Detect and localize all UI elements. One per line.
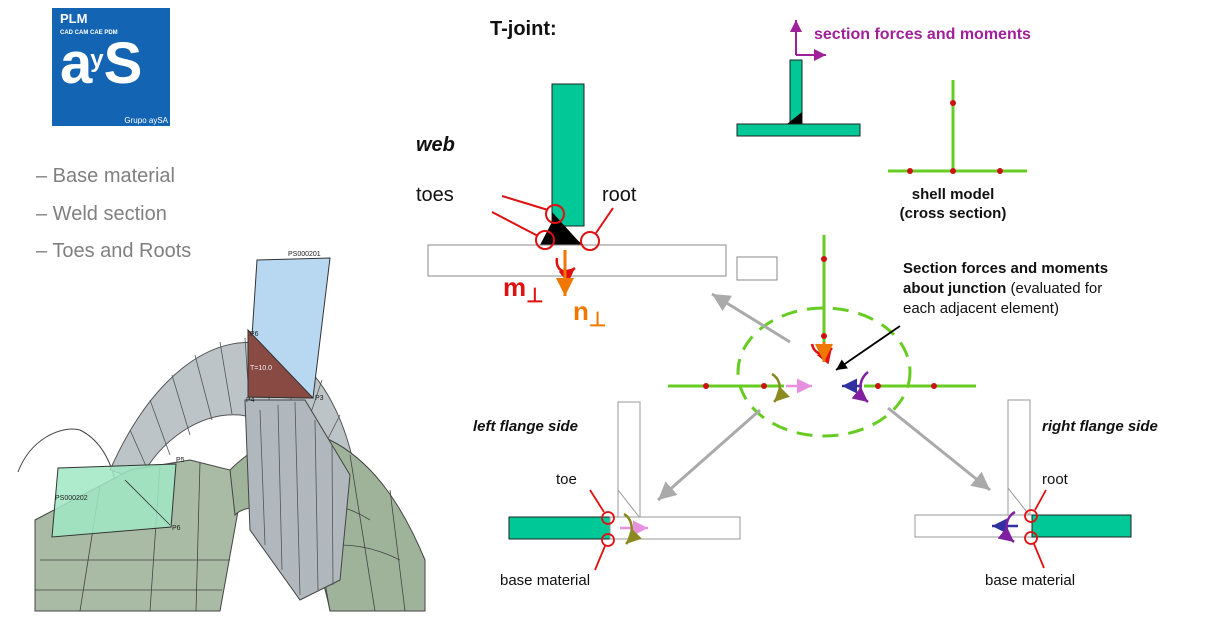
junction-label-line2: about junction (evaluated for	[903, 280, 1102, 297]
fe-label-p4: P4	[246, 397, 255, 404]
small-tjoint	[736, 123, 861, 137]
junction-ellipse	[736, 306, 912, 438]
right-root-label: root	[1042, 471, 1069, 488]
company-logo: PLM CAD CAM CAE PDM ayS Grupo aySA	[52, 8, 170, 126]
junction-detail: Section forces and moments about junctio…	[657, 235, 1108, 502]
junction-label-line1: Section forces and moments	[903, 260, 1108, 277]
root-circle	[580, 231, 600, 251]
toe-circle-lower	[535, 230, 555, 250]
left-base-material-label: base material	[500, 572, 590, 589]
shell-model: shell model (cross section)	[888, 80, 1027, 222]
left-flange-title: left flange side	[473, 418, 578, 435]
logo-group-text: Grupo aySA	[124, 116, 168, 125]
web-plate	[551, 83, 585, 227]
flange-plate	[427, 244, 727, 277]
tjoint-detail: T-joint: web toes root m⊥ n⊥	[416, 18, 778, 331]
fe-panel-left-label: PS000202	[55, 495, 88, 502]
shell-model-sublabel: (cross section)	[900, 205, 1007, 222]
fe-label-thickness: T=10.0	[250, 365, 272, 372]
flange-small-plate	[736, 256, 778, 281]
fe-weld-triangle	[247, 328, 315, 399]
fe-model-view: PS000201 P6 T=10.0 P3 P4 PS000202 P5 P6	[17, 251, 428, 612]
section-forces-label: section forces and moments	[814, 26, 1031, 43]
left-toe-label: toe	[556, 471, 577, 488]
logo-subtitle: CAD CAM CAE PDM	[60, 30, 118, 36]
junction-label-line3: each adjacent element)	[903, 300, 1059, 317]
web-label: web	[416, 134, 455, 156]
fe-label-p6-bottom: P6	[172, 525, 181, 532]
moment-arrow	[555, 257, 576, 284]
fe-label-p6-top: P6	[250, 331, 259, 338]
bullet-base-material: – Base material	[36, 165, 175, 187]
fe-panel-top-label: PS000201	[288, 251, 321, 258]
toes-label: toes	[416, 184, 454, 206]
left-flange-side: left flange side toe base material	[473, 401, 741, 589]
right-flange-title: right flange side	[1042, 418, 1158, 435]
tjoint-title: T-joint:	[490, 18, 557, 40]
fe-outline-arc	[17, 428, 116, 481]
fe-label-p3: P3	[315, 395, 324, 402]
toe-circle-upper	[545, 204, 565, 224]
section-forces-legend: section forces and moments	[736, 20, 1031, 137]
right-base-material-label: base material	[985, 572, 1075, 589]
root-label: root	[602, 184, 637, 206]
shell-model-label: shell model	[912, 186, 995, 203]
fe-label-p5: P5	[176, 457, 185, 464]
right-flange-side: right flange side root base material	[914, 399, 1158, 589]
logo-mark: ayS	[60, 31, 142, 96]
fe-panel-left	[51, 463, 177, 538]
normal-force-label: n⊥	[573, 296, 606, 331]
bullet-toes-roots: – Toes and Roots	[36, 240, 192, 262]
bullet-weld-section: – Weld section	[36, 203, 167, 225]
moment-label: m⊥	[503, 272, 544, 307]
logo-plm-text: PLM	[60, 11, 88, 26]
